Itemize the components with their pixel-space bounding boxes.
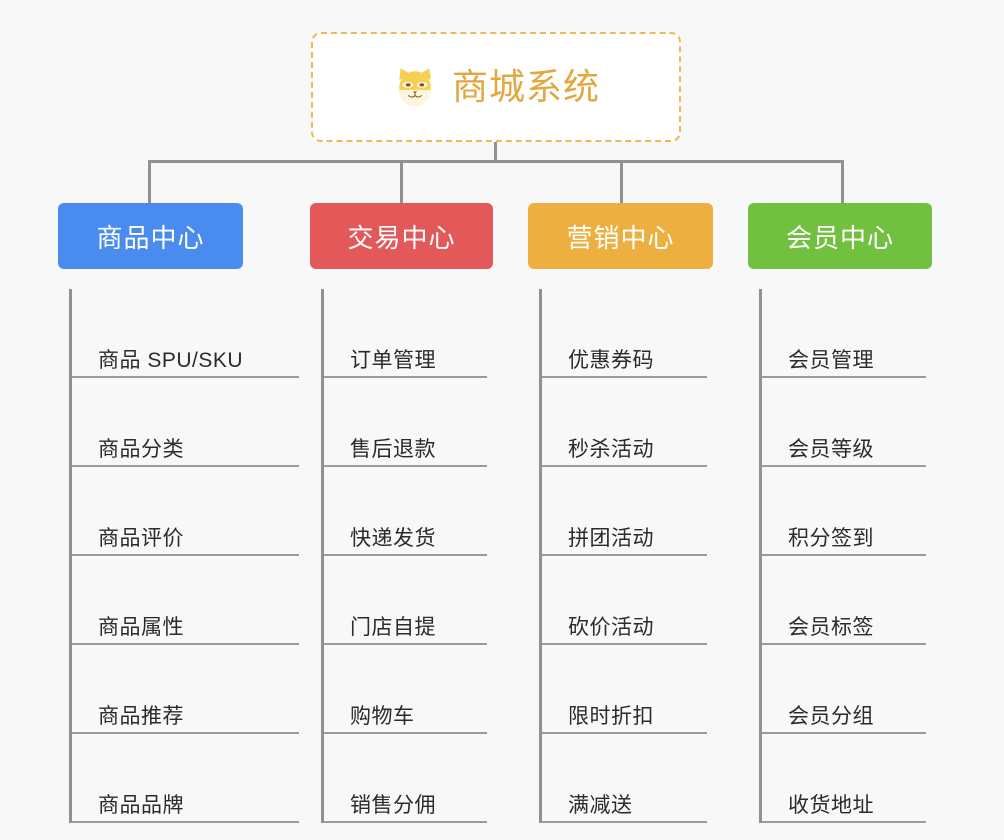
leaf-item[interactable]: 门店自提 <box>324 556 493 645</box>
leaf-list-member-center: 会员管理会员等级积分签到会员标签会员分组收货地址 <box>748 289 932 823</box>
leaf-item-label: 优惠券码 <box>568 348 654 372</box>
leaf-item[interactable]: 商品评价 <box>72 467 299 556</box>
leaf-item[interactable]: 会员管理 <box>762 289 932 378</box>
connector-drop-trade-center <box>400 160 403 205</box>
category-header-marketing-center[interactable]: 营销中心 <box>528 203 713 269</box>
category-header-member-center[interactable]: 会员中心 <box>748 203 932 269</box>
category-header-product-center[interactable]: 商品中心 <box>58 203 243 269</box>
category-column-member-center: 会员中心会员管理会员等级积分签到会员标签会员分组收货地址 <box>748 203 932 823</box>
category-header-label: 营销中心 <box>566 222 675 253</box>
leaf-item-label: 销售分佣 <box>350 793 436 817</box>
connector-horizontal-bus <box>148 160 844 163</box>
connector-root-drop <box>494 142 497 162</box>
leaf-item[interactable]: 积分签到 <box>762 467 932 556</box>
leaf-item-label: 商品 SPU/SKU <box>98 348 244 372</box>
leaf-item-label: 商品推荐 <box>98 704 184 728</box>
leaf-item-label: 门店自提 <box>350 615 436 639</box>
leaf-item[interactable]: 销售分佣 <box>324 734 493 823</box>
category-column-marketing-center: 营销中心优惠券码秒杀活动拼团活动砍价活动限时折扣满减送 <box>528 203 713 823</box>
leaf-item[interactable]: 拼团活动 <box>542 467 713 556</box>
leaf-item-label: 满减送 <box>568 793 633 817</box>
connector-spine-trade-center <box>321 289 324 823</box>
leaf-item-label: 快递发货 <box>350 526 436 550</box>
shiba-dog-face-icon <box>399 68 431 107</box>
leaf-item[interactable]: 商品分类 <box>72 378 299 467</box>
connector-spine-member-center <box>759 289 762 823</box>
connector-drop-member-center <box>841 160 844 205</box>
leaf-item-label: 订单管理 <box>350 348 436 372</box>
connector-spine-marketing-center <box>539 289 542 823</box>
category-column-trade-center: 交易中心订单管理售后退款快递发货门店自提购物车销售分佣 <box>310 203 493 823</box>
connector-drop-product-center <box>148 160 151 205</box>
leaf-item-label: 拼团活动 <box>568 526 654 550</box>
leaf-item[interactable]: 商品 SPU/SKU <box>72 289 299 378</box>
leaf-item-label: 秒杀活动 <box>568 437 654 461</box>
leaf-item[interactable]: 会员标签 <box>762 556 932 645</box>
category-header-label: 交易中心 <box>347 222 456 253</box>
leaf-item-label: 收货地址 <box>788 793 874 817</box>
leaf-item[interactable]: 秒杀活动 <box>542 378 713 467</box>
leaf-item[interactable]: 满减送 <box>542 734 713 823</box>
leaf-item[interactable]: 商品推荐 <box>72 645 299 734</box>
leaf-item[interactable]: 会员分组 <box>762 645 932 734</box>
leaf-item[interactable]: 优惠券码 <box>542 289 713 378</box>
connector-drop-marketing-center <box>620 160 623 205</box>
leaf-item-label: 砍价活动 <box>568 615 654 639</box>
leaf-item[interactable]: 订单管理 <box>324 289 493 378</box>
leaf-item-label: 会员分组 <box>788 704 874 728</box>
leaf-item-label: 限时折扣 <box>568 704 654 728</box>
category-header-label: 商品中心 <box>96 222 205 253</box>
leaf-item-label: 商品属性 <box>98 615 184 639</box>
leaf-item[interactable]: 会员等级 <box>762 378 932 467</box>
leaf-item-label: 会员标签 <box>788 615 874 639</box>
leaf-item[interactable]: 限时折扣 <box>542 645 713 734</box>
leaf-item-label: 会员管理 <box>788 348 874 372</box>
leaf-item[interactable]: 快递发货 <box>324 467 493 556</box>
leaf-item-label: 购物车 <box>350 704 415 728</box>
leaf-item[interactable]: 砍价活动 <box>542 556 713 645</box>
root-node-商城系统[interactable]: 商城系统 <box>311 32 681 142</box>
category-header-trade-center[interactable]: 交易中心 <box>310 203 493 269</box>
leaf-item-label: 商品品牌 <box>98 793 184 817</box>
category-column-product-center: 商品中心商品 SPU/SKU 商品分类商品评价商品属性商品推荐商品品牌 <box>58 203 299 823</box>
leaf-item[interactable]: 收货地址 <box>762 734 932 823</box>
leaf-list-trade-center: 订单管理售后退款快递发货门店自提购物车销售分佣 <box>310 289 493 823</box>
connector-spine-product-center <box>69 289 72 823</box>
leaf-item-label: 会员等级 <box>788 437 874 461</box>
leaf-item[interactable]: 商品品牌 <box>72 734 299 823</box>
category-header-label: 会员中心 <box>785 222 894 253</box>
leaf-item[interactable]: 售后退款 <box>324 378 493 467</box>
root-title: 商城系统 <box>451 66 600 107</box>
leaf-item-label: 积分签到 <box>788 526 874 550</box>
leaf-item[interactable]: 购物车 <box>324 645 493 734</box>
leaf-item[interactable]: 商品属性 <box>72 556 299 645</box>
leaf-item-label: 售后退款 <box>350 437 436 461</box>
leaf-item-label: 商品分类 <box>98 437 184 461</box>
leaf-item-label: 商品评价 <box>98 526 184 550</box>
leaf-list-product-center: 商品 SPU/SKU 商品分类商品评价商品属性商品推荐商品品牌 <box>58 289 299 823</box>
leaf-list-marketing-center: 优惠券码秒杀活动拼团活动砍价活动限时折扣满减送 <box>528 289 713 823</box>
